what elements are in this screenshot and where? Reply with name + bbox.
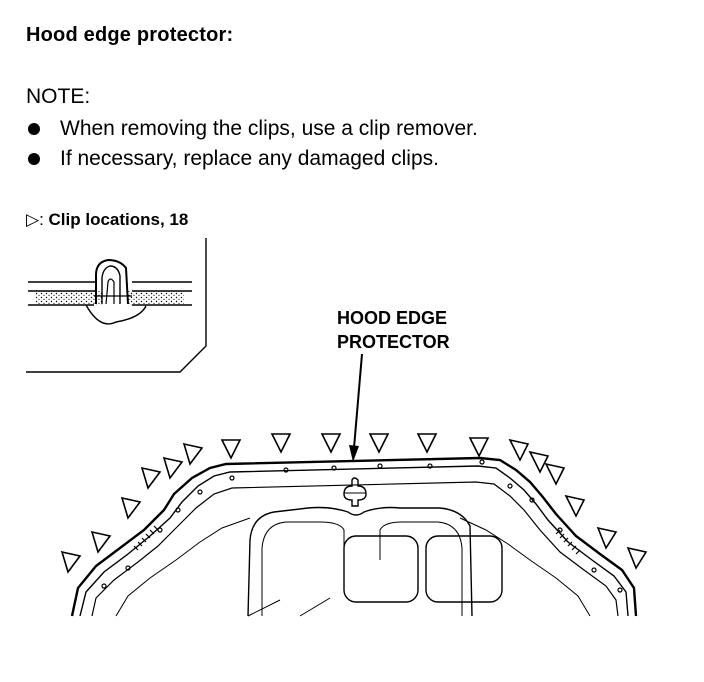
clip-location-marker-12: [468, 437, 490, 458]
section-title: Hood edge protector:: [26, 24, 234, 46]
clip-location-marker-16: [564, 494, 586, 518]
clip-location-marker-1: [60, 550, 82, 574]
hood-edge-protector-label: HOOD EDGE PROTECTOR: [337, 306, 450, 354]
clip-body: [95, 258, 129, 305]
clip-legend-text: Clip locations, 18: [43, 210, 189, 229]
clip-location-marker-2: [90, 530, 112, 554]
callout-leader: [349, 353, 363, 462]
clip-location-marker-7: [220, 439, 242, 460]
clip-strips: [133, 525, 581, 555]
clip-location-marker-14: [528, 450, 550, 474]
hood-inner-panel: [91, 481, 619, 617]
note-heading: NOTE:: [26, 85, 91, 108]
clip-location-marker-10: [368, 433, 390, 454]
clip-location-marker-8: [270, 433, 292, 454]
hood-frame-cutout: [247, 506, 473, 617]
callout-line-2: PROTECTOR: [337, 332, 450, 352]
note-bullet-text: If necessary, replace any damaged clips.: [60, 147, 439, 170]
clip-holes: [101, 459, 623, 593]
hood-outline: [70, 456, 638, 617]
clip-location-marker-11: [416, 433, 438, 454]
note-bullet: If necessary, replace any damaged clips.: [26, 144, 478, 174]
edge-protector-outer: [70, 456, 638, 617]
clip-location-marker-13: [508, 438, 530, 462]
bullet-icon: [28, 153, 40, 165]
note-list: When removing the clips, use a clip remo…: [26, 114, 478, 174]
note-bullet-text: When removing the clips, use a clip remo…: [60, 117, 478, 140]
clip-location-marker-5: [162, 456, 184, 480]
bullet-icon: [28, 123, 40, 135]
hood-latch-icon: [343, 477, 367, 507]
hood-opening-left: [343, 535, 419, 603]
clip-location-marker-3: [120, 496, 142, 520]
callout-line-1: HOOD EDGE: [337, 308, 448, 328]
clip-location-marker-18: [626, 546, 648, 570]
note-bullet: When removing the clips, use a clip remo…: [26, 114, 478, 144]
inset-frame: [26, 238, 207, 373]
clip-location-marker-9: [320, 433, 342, 454]
clip-markers: [60, 433, 648, 574]
clip-location-marker-15: [544, 462, 566, 486]
hood-opening-right: [425, 535, 503, 603]
clip-location-marker-6: [182, 442, 204, 466]
clip-location-marker-17: [596, 526, 618, 550]
triangle-marker-icon: ▷:: [26, 210, 44, 229]
clip-legend: ▷: Clip locations, 18: [26, 210, 188, 230]
clip-detail-inset: [26, 238, 207, 373]
clip-location-marker-4: [140, 466, 162, 490]
